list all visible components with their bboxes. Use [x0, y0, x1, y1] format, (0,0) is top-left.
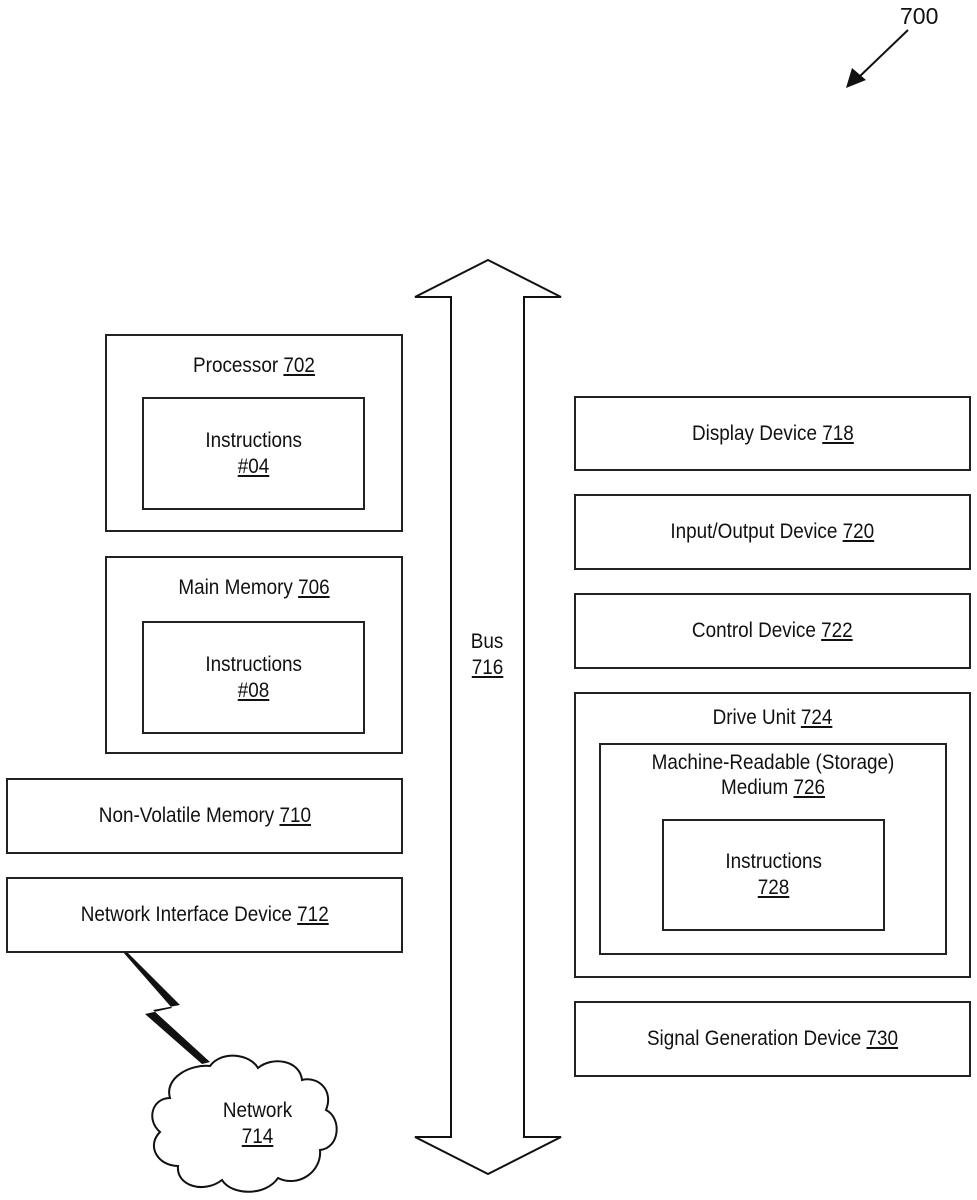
- io-device-label: Input/Output Device: [670, 520, 838, 543]
- bus-arrow: [414, 258, 562, 1176]
- non-volatile-memory-box: Non-Volatile Memory 710: [6, 778, 403, 854]
- main-memory-instructions-label: Instructions: [205, 652, 302, 676]
- control-device-title: Control Device 722: [692, 618, 853, 644]
- bus-label: Bus 716: [451, 625, 524, 685]
- network-interface-label: Network Interface Device: [80, 903, 292, 926]
- display-device-ref: 718: [821, 421, 854, 445]
- network-interface-box: Network Interface Device 712: [6, 877, 403, 953]
- main-memory-title: Main Memory 706: [122, 575, 387, 600]
- main-memory-label: Main Memory: [178, 576, 293, 599]
- network-ref: 714: [242, 1125, 274, 1148]
- signal-generation-label: Signal Generation Device: [646, 1027, 862, 1050]
- processor-title: Processor 702: [122, 353, 387, 378]
- drive-unit-label: Drive Unit: [712, 706, 796, 729]
- storage-medium-title-line1: Machine-Readable (Storage): [651, 751, 895, 774]
- drive-unit-box: Drive Unit 724 Machine-Readable (Storage…: [574, 692, 971, 978]
- drive-unit-ref: 724: [800, 706, 833, 729]
- control-device-box: Control Device 722: [574, 593, 971, 669]
- network-cloud-icon: [151, 1054, 338, 1193]
- main-memory-instructions-ref: #08: [237, 678, 270, 702]
- drive-instructions-ref: 728: [757, 876, 790, 899]
- figure-number: 700: [900, 3, 939, 29]
- processor-instructions-ref: #04: [237, 454, 270, 478]
- display-device-box: Display Device 718: [574, 396, 971, 471]
- main-memory-box: Main Memory 706 Instructions #08: [105, 556, 403, 754]
- processor-instructions-label: Instructions: [205, 428, 302, 452]
- io-device-ref: 720: [842, 520, 875, 543]
- lightning-bolt-icon: [123, 952, 210, 1064]
- control-device-label: Control Device: [692, 619, 817, 642]
- io-device-title: Input/Output Device 720: [671, 519, 875, 545]
- processor-ref: 702: [283, 354, 315, 377]
- signal-generation-title: Signal Generation Device 730: [647, 1026, 898, 1052]
- non-volatile-memory-ref: 710: [279, 804, 311, 827]
- figure-pointer-arrow: [846, 29, 909, 88]
- network-label: Network 714: [200, 1092, 316, 1156]
- main-memory-ref: 706: [298, 576, 330, 599]
- storage-medium-box: Machine-Readable (Storage) Medium 726 In…: [599, 743, 947, 955]
- non-volatile-memory-label: Non-Volatile Memory: [98, 804, 274, 827]
- processor-label: Processor: [193, 354, 279, 377]
- control-device-ref: 722: [821, 619, 853, 642]
- display-device-label: Display Device: [691, 421, 817, 445]
- signal-generation-ref: 730: [866, 1027, 899, 1050]
- network-interface-ref: 712: [296, 903, 329, 926]
- storage-medium-label: Medium: [720, 776, 789, 799]
- storage-medium-title-line2: Medium 726: [618, 775, 928, 800]
- drive-instructions-box: Instructions 728: [662, 819, 885, 931]
- network-label-text: Network: [223, 1099, 293, 1122]
- display-device-title: Display Device 718: [692, 421, 854, 447]
- processor-box: Processor 702 Instructions #04: [105, 334, 403, 532]
- network-interface-title: Network Interface Device 712: [81, 902, 329, 928]
- bus-ref: 716: [471, 656, 504, 679]
- drive-instructions-label: Instructions: [725, 850, 822, 873]
- drive-unit-title: Drive Unit 724: [596, 705, 950, 730]
- main-memory-instructions-box: Instructions #08: [142, 621, 365, 734]
- storage-medium-ref: 726: [793, 776, 826, 799]
- non-volatile-memory-title: Non-Volatile Memory 710: [98, 803, 310, 829]
- bus-label-text: Bus: [471, 630, 504, 653]
- signal-generation-box: Signal Generation Device 730: [574, 1001, 971, 1077]
- io-device-box: Input/Output Device 720: [574, 494, 971, 570]
- processor-instructions-box: Instructions #04: [142, 397, 365, 510]
